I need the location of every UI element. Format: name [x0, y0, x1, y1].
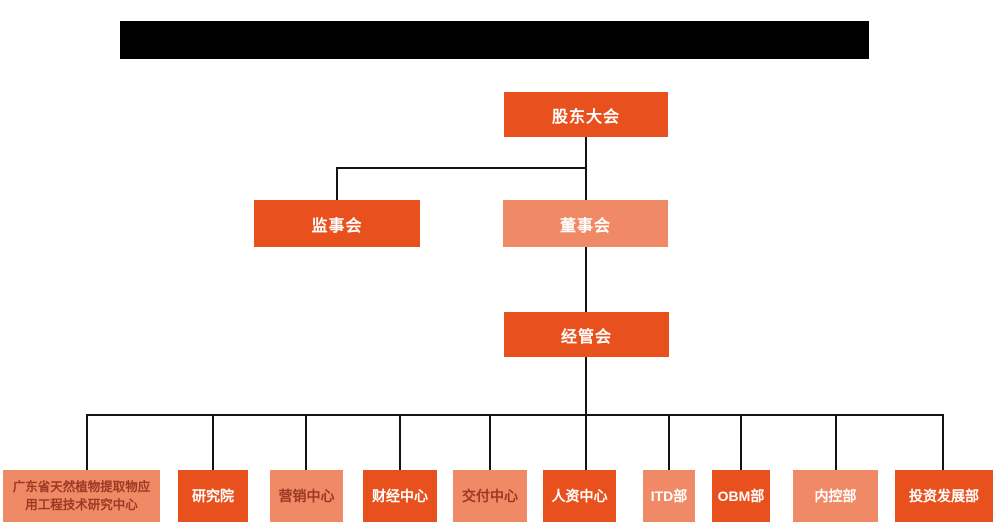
dept-box-research-institute: 研究院	[178, 470, 248, 522]
connector-line	[585, 357, 587, 470]
org-node-shareholders-meeting: 股东大会	[504, 92, 668, 137]
connector-line	[668, 414, 670, 470]
connector-line	[399, 414, 401, 470]
connector-line	[835, 414, 837, 470]
org-node-management-committee: 经管会	[504, 312, 669, 357]
redacted-title-bar	[120, 21, 869, 59]
dept-box-finance-center: 财经中心	[363, 470, 437, 522]
dept-box-delivery-center: 交付中心	[453, 470, 527, 522]
org-node-supervisory-board: 监事会	[254, 200, 420, 247]
connector-line	[336, 167, 338, 200]
connector-line	[86, 414, 944, 416]
dept-box-itd: ITD部	[643, 470, 695, 522]
dept-box-investment-development: 投资发展部	[895, 470, 993, 522]
connector-line	[585, 247, 587, 312]
dept-box-obm: OBM部	[712, 470, 770, 522]
dept-box-marketing-center: 营销中心	[270, 470, 343, 522]
dept-box-hr-center: 人资中心	[543, 470, 616, 522]
connector-line	[740, 414, 742, 470]
connector-line	[305, 414, 307, 470]
connector-line	[489, 414, 491, 470]
connector-line	[212, 414, 214, 470]
connector-line	[336, 167, 587, 169]
dept-box-research-center: 广东省天然植物提取物应用工程技术研究中心	[3, 470, 160, 522]
org-node-board-of-directors: 董事会	[503, 200, 668, 247]
dept-box-internal-control: 内控部	[793, 470, 878, 522]
connector-line	[942, 414, 944, 470]
connector-line	[86, 414, 88, 470]
